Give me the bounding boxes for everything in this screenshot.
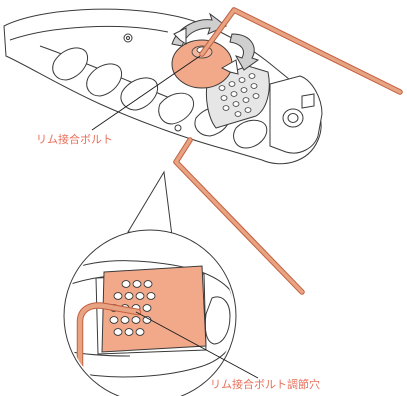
rim-bolt-adjust-hole-label: リム接合ボルト調節穴 (210, 378, 320, 391)
rim-bolt-disc (172, 40, 232, 88)
detail-callout (40, 172, 258, 396)
rim-bolt-label: リム接合ボルト (36, 133, 113, 146)
